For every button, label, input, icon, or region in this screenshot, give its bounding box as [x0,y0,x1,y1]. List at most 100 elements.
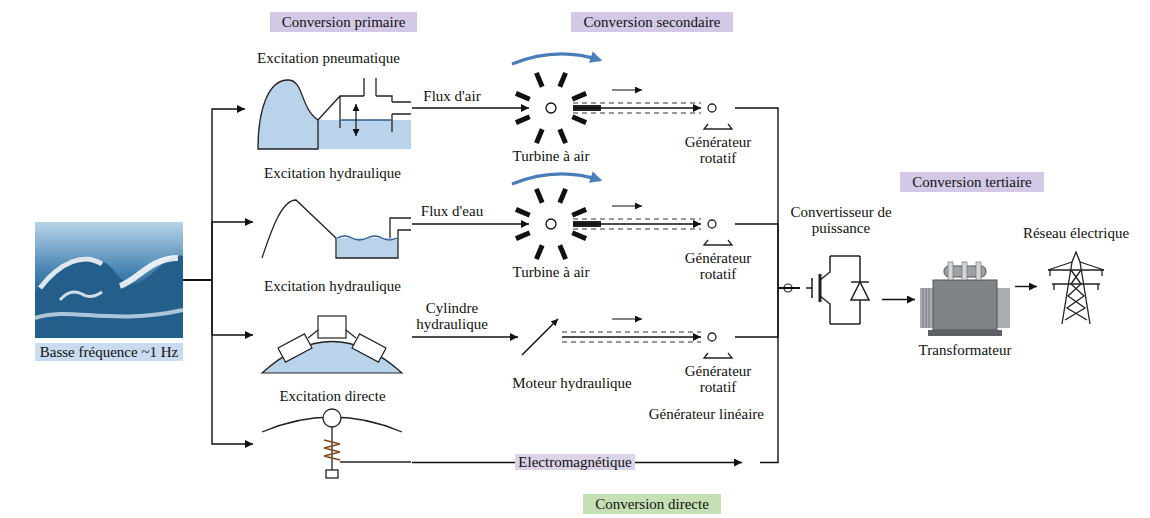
direct-drive-buoy [331,427,332,470]
wave-photo-image [40,259,102,288]
pneumatic-device [318,96,392,132]
region-heading: Conversion tertiaire [900,172,1044,192]
pylon-symbol [1065,270,1087,320]
text-slot: Turbine à air [513,148,590,164]
secondary-conversion-region: Conversion secondaireConversion directeT… [507,36,797,508]
transformer: Transformateur [915,262,1015,337]
igbt-diode-symbol [820,256,830,324]
linear-generator: Générateur linéaire [742,425,760,500]
box-heading: Excitation hydraulique [264,278,401,294]
connector-arrow [183,109,245,280]
wave-photo-image [35,310,183,318]
connector-arrow [573,223,701,224]
excitation-box-shape [253,406,412,482]
shaft [573,103,701,113]
text-slot: Turbine à air [513,264,590,280]
pneumatic-device [339,96,340,128]
connector-arrow [1015,286,1037,287]
text-slot: Excitation pneumatique [257,50,400,66]
flow-label: Flux d'air [423,88,480,104]
articulated-device [318,316,346,338]
power-grid-shape [1037,245,1115,328]
wave-photo-image [35,222,183,338]
generator-symbol [708,333,716,341]
hydraulic-motor: Moteur hydraulique [518,315,562,359]
component-label: Générateur rotatif [676,363,760,395]
component-label: Générateur rotatif [676,134,760,166]
generator-symbol [704,353,732,358]
text-slot: Electromagnétique [515,454,634,470]
rotation-arrow [512,174,600,184]
direct-drive-buoy [324,440,340,460]
pneumatic-device [258,78,411,149]
connector-arrow [573,107,701,108]
air-turbine: Turbine à air [529,86,573,130]
text-slot: Réseau électrique [1023,225,1129,241]
overtopping-device [337,236,397,240]
transformer-image [920,262,1010,336]
turbine-blades [516,73,586,259]
shaft [562,332,701,342]
pneumatic-device [392,102,411,114]
wave-photo-image [35,256,183,338]
connector-arrow [412,107,529,108]
direct-drive-buoy [323,409,341,427]
rotary-generator-shape [701,320,735,354]
text-slot: Générateur rotatif [676,134,760,166]
pneumatic-device [341,119,391,120]
hydraulic-motor-shape [518,315,562,359]
pylon-symbol [1048,262,1104,270]
overtopping-device [262,200,336,258]
component-label: Générateur linéaire [649,406,764,422]
connector-arrow [412,336,518,337]
wave-photo-image [35,222,183,338]
frequency-label: Basse fréquence ~1 Hz [35,343,183,361]
igbt-diode-symbol [851,281,869,283]
flow-label: Flux d'eau [421,203,483,219]
excitation-box: Excitation pneumatique [245,68,412,150]
excitation-box: Excitation hydraulique [253,183,412,261]
shaft [612,205,642,206]
power-converter-shape [800,240,882,336]
igbt-diode-symbol [859,256,861,324]
text-slot: Excitation directe [279,388,385,404]
pneumatic-device [355,104,356,136]
connector-arrow [412,223,529,224]
text-slot: Cylindre hydraulique [414,300,490,332]
generator-symbol [704,240,732,245]
excitation-box-shape [245,68,412,150]
connector-arrow [562,336,701,337]
text-slot: Conversion tertiaire [900,172,1044,192]
region-heading: Conversion secondaire [571,12,732,32]
transformer-image [976,262,981,280]
direct-drive-buoy [262,409,411,478]
articulated-device [308,330,356,338]
rotary-generator: Générateur rotatif [701,91,735,125]
rotary-generator: Générateur rotatif [701,320,735,354]
text-slot: Flux d'air [423,88,480,104]
box-heading: Excitation directe [279,388,385,404]
text-slot: Excitation hydraulique [264,165,401,181]
primary-conversion-region-shape [195,36,492,508]
pneumatic-device [258,80,318,149]
transformer-image [962,262,967,280]
text-slot: Transformateur [919,342,1012,358]
connector-arrow [735,288,800,337]
component-label: Convertisseur de puissance [776,204,906,236]
air-turbine-shape [529,202,573,246]
tertiary-conversion-region: Conversion tertiaireConvertisseur de pui… [797,196,1147,364]
component-label: Générateur rotatif [676,250,760,282]
text-slot: Générateur rotatif [676,363,760,395]
pylon-symbol [1050,270,1102,290]
component-label: Turbine à air [513,148,590,164]
igbt-diode-symbol [806,278,812,298]
component-label: Moteur hydraulique [512,375,632,391]
pylon-symbol [1062,252,1090,324]
excitation-box: Excitation hydraulique [253,296,412,374]
rotation-arrow [512,54,600,64]
excitation-box-shape [253,296,412,374]
flow-label: Electromagnétique [515,454,634,470]
power-converter: Convertisseur de puissance [800,240,882,336]
overtopping-device [336,230,411,258]
component-label: Turbine à air [513,264,590,280]
